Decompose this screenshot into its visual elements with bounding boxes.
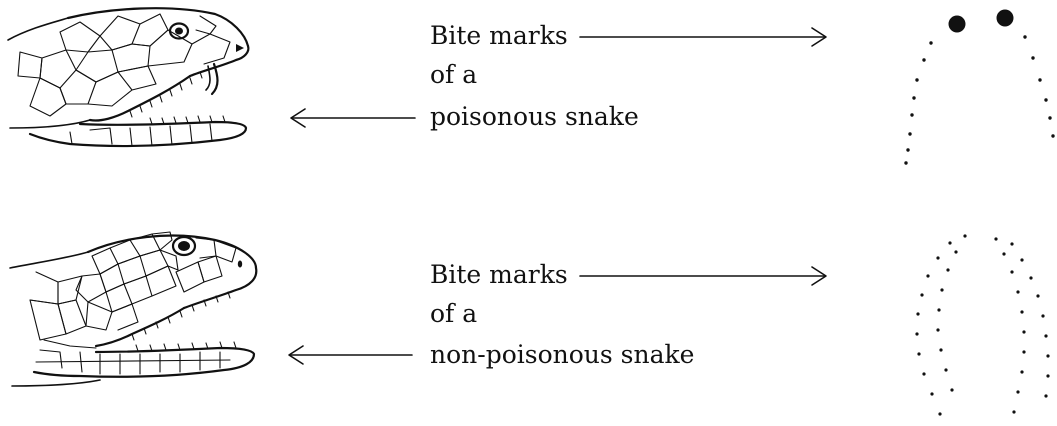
caption-line-bite-marks-non-poisonous: Bite marks	[430, 260, 568, 289]
row-poisonous: Bite marks of a poisonous snake	[7, 7, 1055, 165]
caption-line-snake-type-non-poisonous: non-poisonous snake	[430, 340, 694, 369]
caption-line-of-a-poisonous: of a	[430, 60, 477, 89]
row-non-poisonous: Bite marks of a non-poisonous snake	[9, 231, 1050, 416]
caption-line-of-a-non-poisonous: of a	[430, 299, 477, 328]
arrow-to-bite-marks-non-poisonous	[579, 266, 827, 286]
fang-mark-right	[996, 9, 1014, 27]
fang-mark-left	[948, 15, 966, 33]
teeth-mark-dots	[904, 35, 1055, 165]
non-poisonous-bite-marks	[915, 234, 1050, 416]
poisonous-snake-head-drawing	[7, 7, 250, 148]
caption-line-snake-type-poisonous: poisonous snake	[430, 102, 639, 131]
arrow-to-snake-head-poisonous	[290, 108, 416, 128]
poisonous-bite-marks	[904, 9, 1055, 165]
non-poisonous-snake-head-drawing	[9, 231, 258, 387]
caption-line-bite-marks-poisonous: Bite marks	[430, 21, 568, 50]
arrow-to-snake-head-non-poisonous	[288, 345, 413, 365]
arrow-to-bite-marks-poisonous	[579, 27, 827, 47]
